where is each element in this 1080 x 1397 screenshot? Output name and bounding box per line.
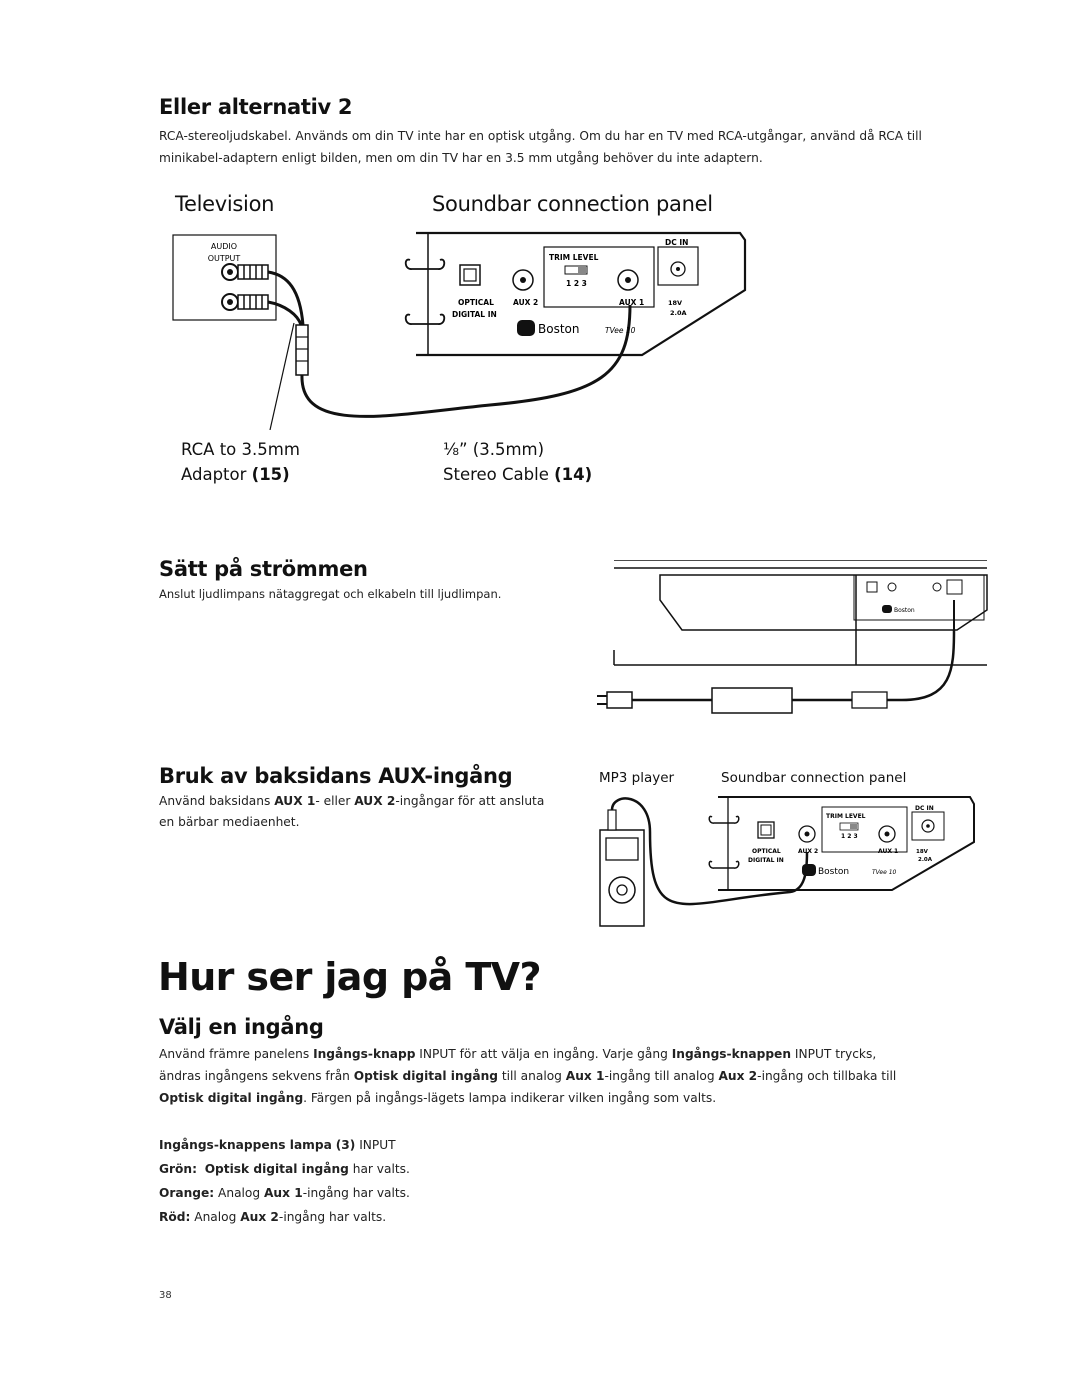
cable-caption: ⅛” (3.5mm) Stereo Cable (14) <box>443 437 592 487</box>
svg-text:AUX 1: AUX 1 <box>878 848 898 855</box>
aux2-text: AUX 2 <box>513 298 538 307</box>
aux1-bold: AUX 1 <box>274 794 316 808</box>
rca-adaptor <box>295 324 309 376</box>
volt-text: 18V <box>668 299 682 307</box>
lamp-orange: Orange: Analog Aux 1-ingång har valts. <box>159 1186 410 1200</box>
optical-port <box>459 264 481 286</box>
television-label: Television <box>175 192 275 216</box>
optical-text: OPTICAL <box>458 298 494 307</box>
tv-output-panel <box>172 234 277 321</box>
section-title-input: Välj en ingång <box>159 1015 324 1039</box>
mp3-player-device <box>599 829 645 927</box>
output-text: OUTPUT <box>208 254 241 263</box>
amp-text: 2.0A <box>670 309 687 317</box>
aux1-port <box>617 269 639 291</box>
aux-panel-label: Soundbar connection panel <box>721 770 907 786</box>
aux2-port <box>512 269 534 291</box>
svg-text:1 2 3: 1 2 3 <box>841 833 858 840</box>
input-line-1: Använd främre panelens Ingångs-knapp INP… <box>159 1047 877 1061</box>
svg-text:DIGITAL IN: DIGITAL IN <box>748 857 784 864</box>
power-description: Anslut ljudlimpans nätaggregat och elkab… <box>159 587 502 601</box>
stereo-cable <box>300 304 632 418</box>
aux2-bold: AUX 2 <box>354 794 396 808</box>
brand-text: Boston <box>538 322 579 336</box>
lamp-legend: Ingångs-knappens lampa (3) INPUT Grön: O… <box>159 1133 410 1229</box>
mp3-player-label: MP3 player <box>599 770 675 786</box>
power-supply-brick <box>711 687 793 714</box>
input-line-2: ändras ingångens sekvens från Optisk dig… <box>159 1069 897 1083</box>
lamp-red: Röd: Analog Aux 2-ingång har valts. <box>159 1210 387 1224</box>
adaptor-number: (15) <box>251 465 290 484</box>
svg-text:TRIM LEVEL: TRIM LEVEL <box>826 813 866 820</box>
power-diagram: Boston <box>597 560 988 714</box>
adaptor-line-2: Adaptor <box>181 465 247 484</box>
digital-in-text: DIGITAL IN <box>452 310 497 319</box>
svg-text:TVee 10: TVee 10 <box>872 869 897 876</box>
aux-description: Använd baksidans AUX 1- eller AUX 2-ingå… <box>159 791 579 833</box>
adaptor-line-1: RCA to 3.5mm <box>181 440 300 459</box>
trim-level-text: TRIM LEVEL <box>549 253 599 262</box>
dc-in-box <box>657 246 699 286</box>
cable-line-1: ⅛” (3.5mm) <box>443 440 545 459</box>
power-plug <box>606 691 633 709</box>
dc-in-text: DC IN <box>665 238 688 247</box>
soundbar-panel-label: Soundbar connection panel <box>432 192 713 216</box>
aux-diagram: OPTICAL DIGITAL IN AUX 2 TRIM LEVEL 1 2 … <box>599 796 975 927</box>
svg-text:OPTICAL: OPTICAL <box>752 848 781 855</box>
adaptor-caption: RCA to 3.5mm Adaptor (15) <box>181 437 300 487</box>
alt2-line-2: minikabel-adaptern enligt bilden, men om… <box>159 151 763 165</box>
lamp-heading: Ingångs-knappens lampa (3) INPUT <box>159 1138 396 1152</box>
svg-text:18V: 18V <box>916 849 929 855</box>
aux1-text: AUX 1 <box>619 298 644 307</box>
svg-text:Boston: Boston <box>818 867 849 877</box>
page-number: 38 <box>159 1290 172 1301</box>
lamp-green: Grön: Optisk digital ingång har valts. <box>159 1162 410 1176</box>
aux-line-2: en bärbar mediaenhet. <box>159 815 300 829</box>
cable-number: (14) <box>554 465 593 484</box>
section-title-power: Sätt på strömmen <box>159 557 368 581</box>
cable-line-2: Stereo Cable <box>443 465 549 484</box>
model-text: TVee 10 <box>605 326 636 335</box>
section-title-alt2: Eller alternativ 2 <box>159 95 353 119</box>
section-title-aux: Bruk av baksidans AUX-ingång <box>159 764 513 788</box>
alt2-description: RCA-stereoljudskabel. Används om din TV … <box>159 125 999 169</box>
input-line-3: Optisk digital ingång. Färgen på ingångs… <box>159 1091 717 1105</box>
soundbar-panel-outline <box>416 231 747 357</box>
connection-diagram-1: AUDIO OUTPUT OPTICAL DIGITAL IN AUX 2 TR… <box>172 231 747 430</box>
trim-level-box <box>543 246 655 308</box>
input-description: Använd främre panelens Ingångs-knapp INP… <box>159 1043 1039 1109</box>
svg-text:2.0A: 2.0A <box>918 857 933 863</box>
trim-nums-text: 1 2 3 <box>566 279 587 288</box>
svg-text:AUX 2: AUX 2 <box>798 848 818 855</box>
power-brand-text: Boston <box>894 607 915 614</box>
main-title: Hur ser jag på TV? <box>158 955 542 999</box>
svg-text:DC IN: DC IN <box>915 805 934 812</box>
alt2-line-1: RCA-stereoljudskabel. Används om din TV … <box>159 129 922 143</box>
audio-text: AUDIO <box>211 242 237 251</box>
